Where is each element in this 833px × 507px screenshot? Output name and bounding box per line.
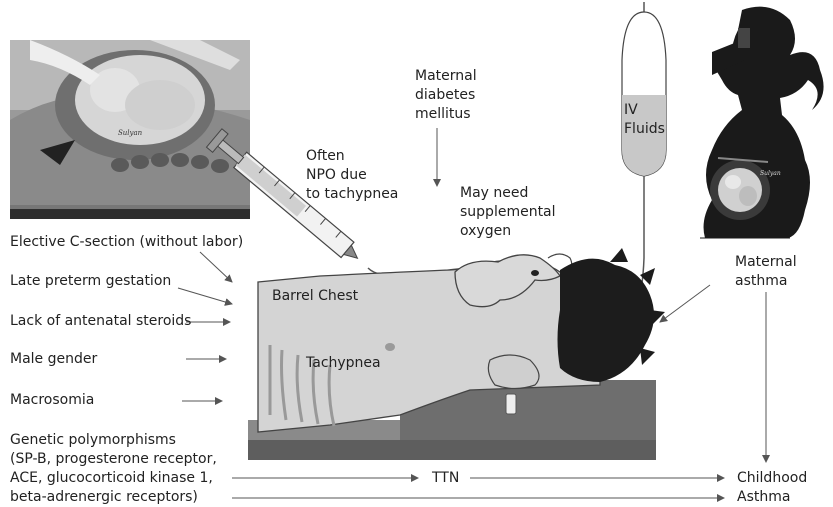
ttn-label: TTN [432, 469, 459, 488]
risk-factor-male-gender: Male gender [10, 350, 97, 369]
barrel-chest-label: Barrel Chest [272, 287, 358, 306]
risk-factor-macrosomia: Macrosomia [10, 391, 94, 410]
eye [531, 270, 539, 276]
artist-signature: Sulyan [118, 129, 143, 137]
risk-factor-antenatal-steroids: Lack of antenatal steroids [10, 312, 191, 331]
artist-signature-2: Sulyan [760, 170, 781, 177]
iv-cannula [506, 394, 516, 414]
hair [558, 259, 655, 382]
risk-factor-late-preterm: Late preterm gestation [10, 272, 171, 291]
nipple [385, 343, 395, 351]
pregnant-woman-silhouette [700, 7, 824, 238]
risk-factor-elective-c-section: Elective C-section (without labor) [10, 233, 243, 252]
tachypnea-label: Tachypnea [306, 354, 381, 373]
